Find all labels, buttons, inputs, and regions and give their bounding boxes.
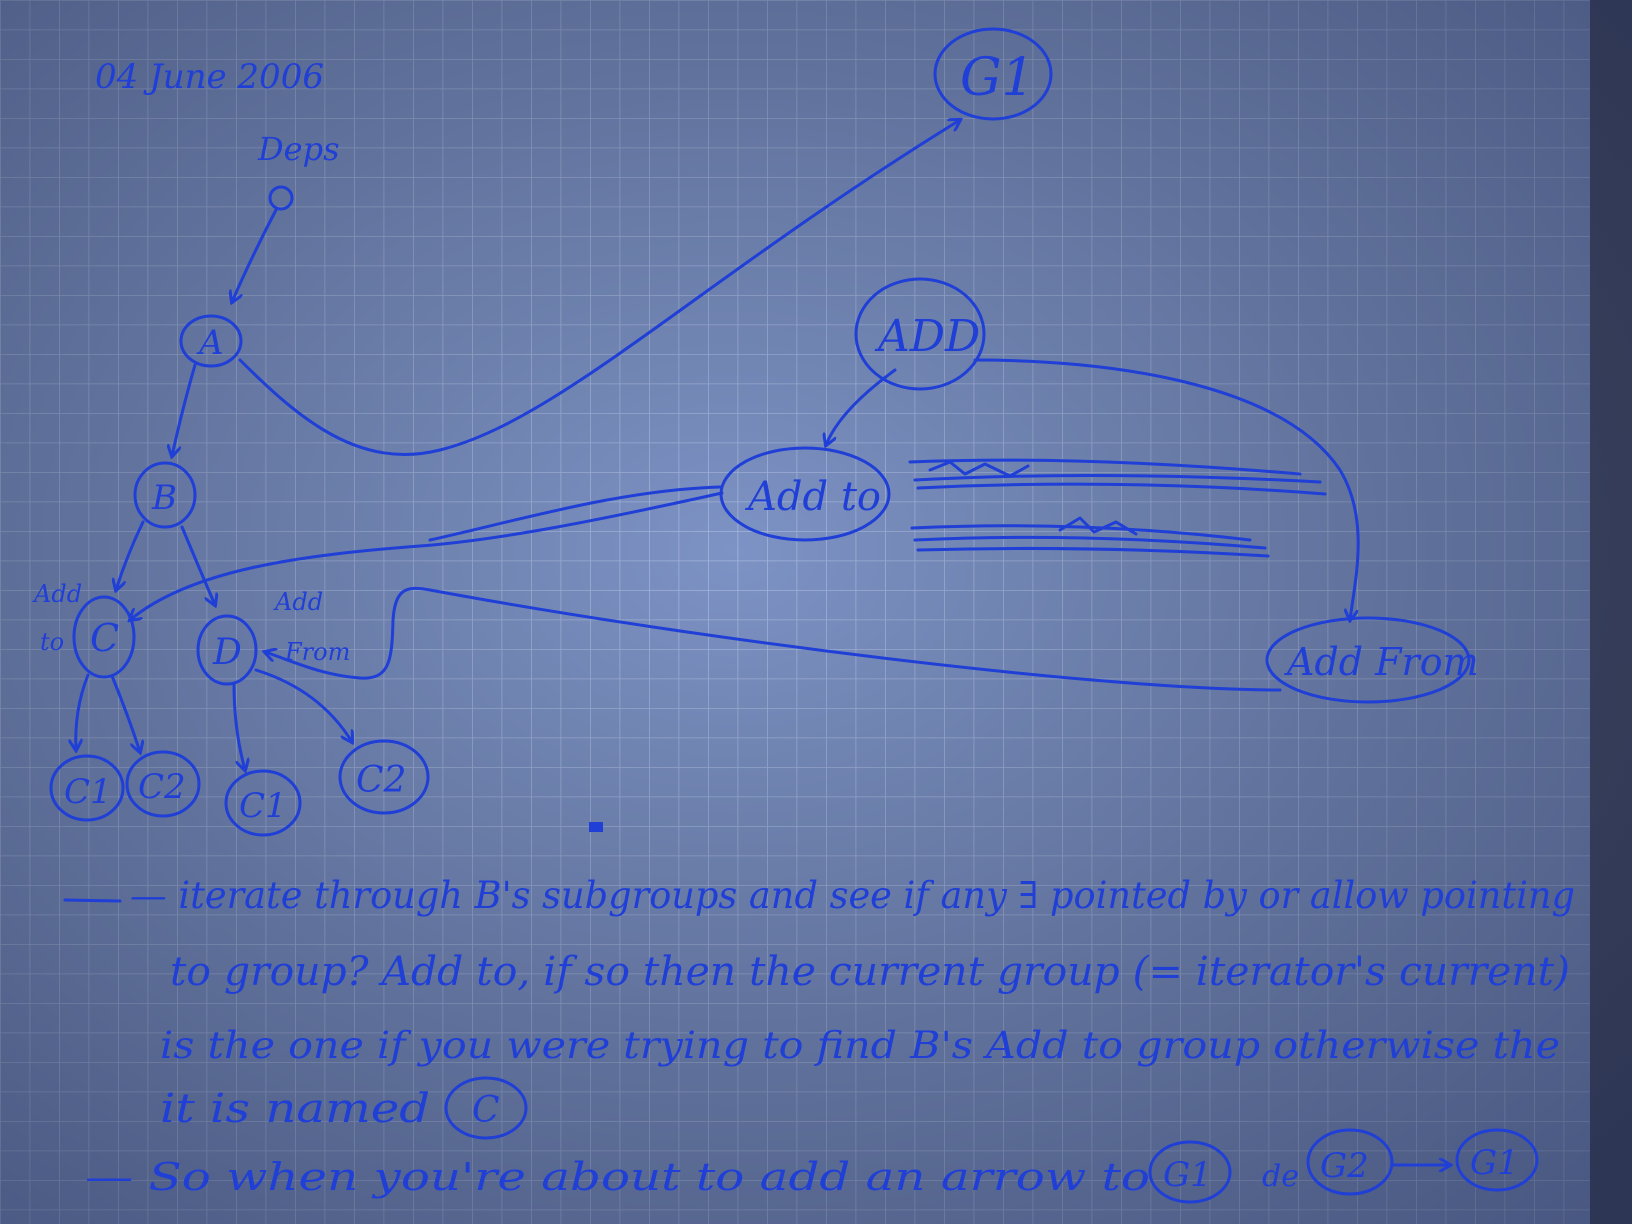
node-c2a-label: C2	[138, 767, 186, 807]
node-c: C	[72, 595, 136, 679]
edge-a-g1	[238, 120, 960, 456]
note1-line2: to group? Add to, if so then the current…	[170, 949, 1570, 995]
note2-g1: G1	[1163, 1155, 1212, 1195]
note2-g1b: G1	[1470, 1143, 1519, 1183]
add-from-side-label-1: Add	[273, 588, 323, 616]
edge-b-d	[180, 525, 215, 605]
node-c1b-label: C1	[239, 786, 287, 826]
edge-addfrom-d	[265, 586, 1282, 692]
node-add-label: ADD	[874, 311, 980, 362]
struck-note	[908, 458, 1327, 558]
edge-add-addfrom	[973, 358, 1360, 620]
edge-addto-c	[130, 491, 724, 620]
add-to-side-label-1: Add	[32, 580, 82, 608]
ink-dot	[589, 822, 603, 832]
note1-line1: — iterate through B's subgroups and see …	[130, 874, 1575, 917]
node-b-label: B	[151, 478, 177, 518]
edge-a-b	[172, 363, 197, 456]
node-c2b-label: C2	[356, 760, 406, 801]
root-node	[268, 185, 294, 211]
edge-c-c1	[76, 673, 90, 750]
note2-de: de	[1262, 1159, 1299, 1194]
note2-g2-circle	[1306, 1128, 1394, 1196]
note1-line4: it is named	[160, 1086, 430, 1132]
edge-d-c1	[232, 682, 245, 770]
date-text: 04 June 2006	[95, 57, 324, 97]
note2-g1-circle	[1148, 1140, 1232, 1204]
node-c1a-label: C1	[64, 772, 112, 812]
note2-g1b-circle	[1455, 1128, 1539, 1192]
edge-c-c2	[110, 674, 140, 752]
node-g1-label: G1	[960, 48, 1035, 108]
edge-add-addto	[826, 368, 897, 445]
node-b: B	[133, 461, 197, 529]
note2-g2: G2	[1320, 1146, 1369, 1186]
note1-circle	[444, 1076, 528, 1140]
note2-text: — So when you're about to add an arrow t…	[85, 1155, 1150, 1199]
node-a-label: A	[196, 323, 224, 363]
node-add: ADD	[854, 277, 986, 391]
node-c2-under-c: C2	[125, 750, 201, 818]
note1-circle-label: C	[472, 1090, 500, 1131]
notes-block: — iterate through B's subgroups and see …	[63, 874, 1575, 1204]
node-c1-under-c: C1	[49, 754, 125, 822]
node-d-label: D	[212, 632, 242, 673]
node-add-to: Add to	[719, 446, 891, 542]
edge-addto-c-trace	[428, 485, 722, 542]
node-add-from: Add From	[1265, 616, 1479, 704]
node-add-from-label: Add From	[1284, 640, 1479, 684]
edge-root-a	[232, 208, 278, 302]
node-d: D	[196, 614, 258, 686]
node-a: A	[179, 314, 243, 368]
node-g1: G1	[933, 27, 1053, 121]
note1-line3: is the one if you were trying to find B'…	[160, 1024, 1560, 1067]
node-c-label: C	[90, 616, 119, 660]
node-add-to-label: Add to	[744, 474, 881, 520]
node-c1-under-d: C1	[224, 769, 302, 837]
edge-b-c	[116, 520, 145, 590]
add-to-side-label-2: to	[40, 628, 64, 656]
edge-d-c2	[254, 668, 352, 742]
node-c2-under-d: C2	[338, 739, 430, 815]
deps-label: Deps	[257, 130, 340, 168]
